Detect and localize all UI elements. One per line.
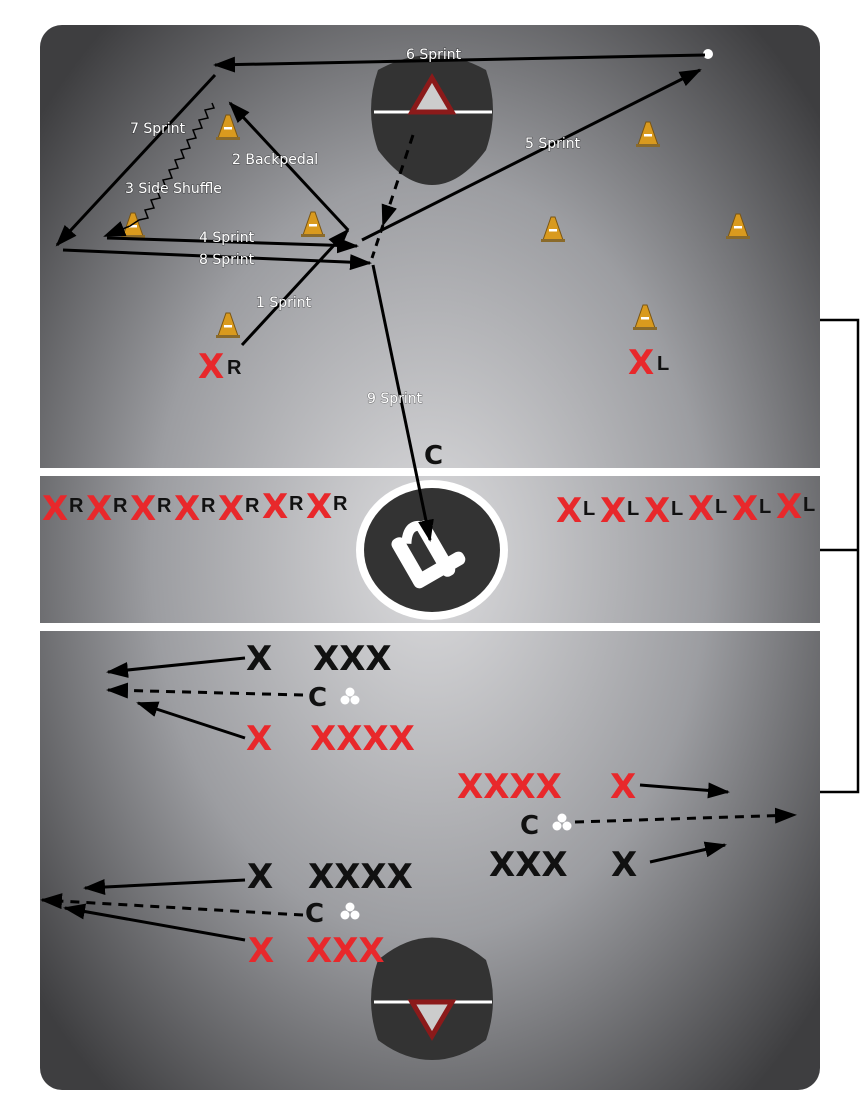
arrow-8-sprint <box>62 248 372 271</box>
arrow-4-sprint <box>106 236 359 254</box>
player-marker: X <box>218 489 244 529</box>
player-marker: L <box>803 494 815 516</box>
player-marker: X <box>776 487 802 527</box>
player-marker: X <box>198 347 224 387</box>
player-marker: X <box>628 343 654 383</box>
player-marker: X <box>247 857 273 897</box>
player-marker: R <box>113 495 128 517</box>
player-marker: X <box>246 719 272 759</box>
player-marker: L <box>583 498 595 520</box>
player-marker: X <box>732 489 758 529</box>
player-marker: XXXX <box>308 857 413 897</box>
arrow-5-sprint <box>361 68 702 242</box>
goal-icon <box>407 999 457 1041</box>
goal-icon <box>407 73 457 115</box>
center-logo <box>356 480 508 620</box>
player-marker: X <box>688 489 714 529</box>
drill-group-1: X XXX C X XXXX <box>106 639 415 759</box>
drill-paths <box>55 53 706 542</box>
player-marker: L <box>627 498 639 520</box>
player-marker: C <box>520 811 539 841</box>
bottom-boundary-line <box>40 623 820 631</box>
player-marker: XXXX <box>457 767 562 807</box>
label-1-sprint: 1 Sprint <box>256 295 312 311</box>
label-3-side-shuffle: 3 Side Shuffle <box>125 181 222 197</box>
player-marker: X <box>610 767 636 807</box>
player-marker: L <box>715 496 727 518</box>
arrow-6-sprint <box>213 53 706 73</box>
player-marker: L <box>671 498 683 520</box>
player-marker: X <box>556 491 582 531</box>
player-marker: R <box>69 495 84 517</box>
player-marker: XXX <box>313 639 392 679</box>
player-marker: X <box>644 491 670 531</box>
label-7-sprint: 7 Sprint <box>130 121 186 137</box>
player-marker: X <box>600 491 626 531</box>
player-marker: R <box>157 495 172 517</box>
player-marker: X <box>86 489 112 529</box>
player-marker: C <box>305 899 324 929</box>
player-marker: X <box>130 489 156 529</box>
player-xl: X L <box>628 343 669 383</box>
player-marker: X <box>246 639 272 679</box>
arrow-9-sprint <box>371 264 434 542</box>
drill-group-2: XXXX X C XXX X <box>457 767 797 885</box>
player-marker: X <box>174 489 200 529</box>
arrow-2-backpedal <box>228 101 350 232</box>
label-8-sprint: 8 Sprint <box>199 252 255 268</box>
player-marker: R <box>245 495 260 517</box>
player-marker: XXXX <box>310 719 415 759</box>
player-marker: XXX <box>489 845 568 885</box>
arrow-7-sprint <box>55 73 217 247</box>
arrow-3-side-shuffle <box>103 102 216 237</box>
label-9-sprint: 9 Sprint <box>367 391 423 407</box>
player-marker: L <box>657 353 669 375</box>
bottom-goal-crease <box>371 937 493 1060</box>
arrow-1-sprint <box>240 228 350 347</box>
top-goal-crease <box>371 55 493 185</box>
player-marker: R <box>333 493 348 515</box>
player-marker: R <box>289 493 304 515</box>
player-marker: X <box>262 487 288 527</box>
label-4-sprint: 4 Sprint <box>199 230 255 246</box>
player-marker: R <box>201 495 216 517</box>
label-5-sprint: 5 Sprint <box>525 136 581 152</box>
player-marker: R <box>227 357 242 379</box>
player-marker: XXX <box>306 931 385 971</box>
player-xr: X R <box>198 347 242 387</box>
player-marker: X <box>42 489 68 529</box>
label-6-sprint: 6 Sprint <box>406 47 462 63</box>
bracket <box>820 318 860 794</box>
player-marker: L <box>759 496 771 518</box>
label-2-backpedal: 2 Backpedal <box>232 152 318 168</box>
player-marker: C <box>308 683 327 713</box>
top-boundary-line <box>40 468 820 476</box>
player-marker: X <box>248 931 274 971</box>
player-marker: X <box>611 845 637 885</box>
player-marker: X <box>306 487 332 527</box>
coach-marker: C <box>424 441 443 471</box>
drill-group-3: X XXXX C X XXX <box>40 857 413 971</box>
end-point-marker <box>703 49 713 59</box>
